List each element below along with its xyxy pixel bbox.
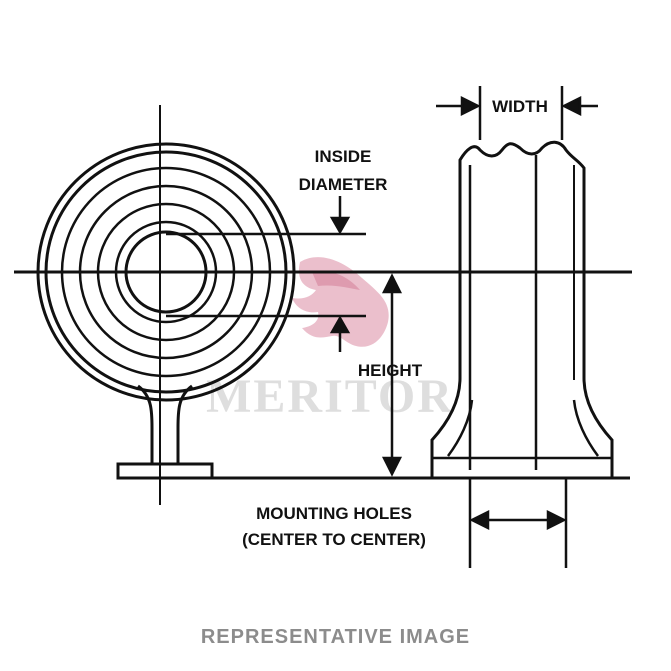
height-label: HEIGHT [358, 361, 423, 380]
representative-image-caption: REPRESENTATIVE IMAGE [200, 626, 471, 648]
bearing-side-view [430, 86, 614, 568]
inside-diameter-label-line1: INSIDE [315, 147, 372, 166]
inside-diameter-dimension [166, 196, 366, 352]
meritor-watermark: MERITOR [206, 257, 454, 423]
inside-diameter-label-line2: DIAMETER [299, 175, 388, 194]
width-label: WIDTH [492, 97, 548, 116]
watermark-brand-text: MERITOR [206, 370, 454, 423]
width-dimension [436, 95, 598, 117]
bearing-front-view [14, 105, 368, 505]
height-dimension [381, 273, 403, 477]
mounting-holes-dimension [469, 509, 567, 531]
mounting-holes-label-line2: (CENTER TO CENTER) [242, 530, 426, 549]
mounting-holes-label-line1: MOUNTING HOLES [256, 504, 412, 523]
